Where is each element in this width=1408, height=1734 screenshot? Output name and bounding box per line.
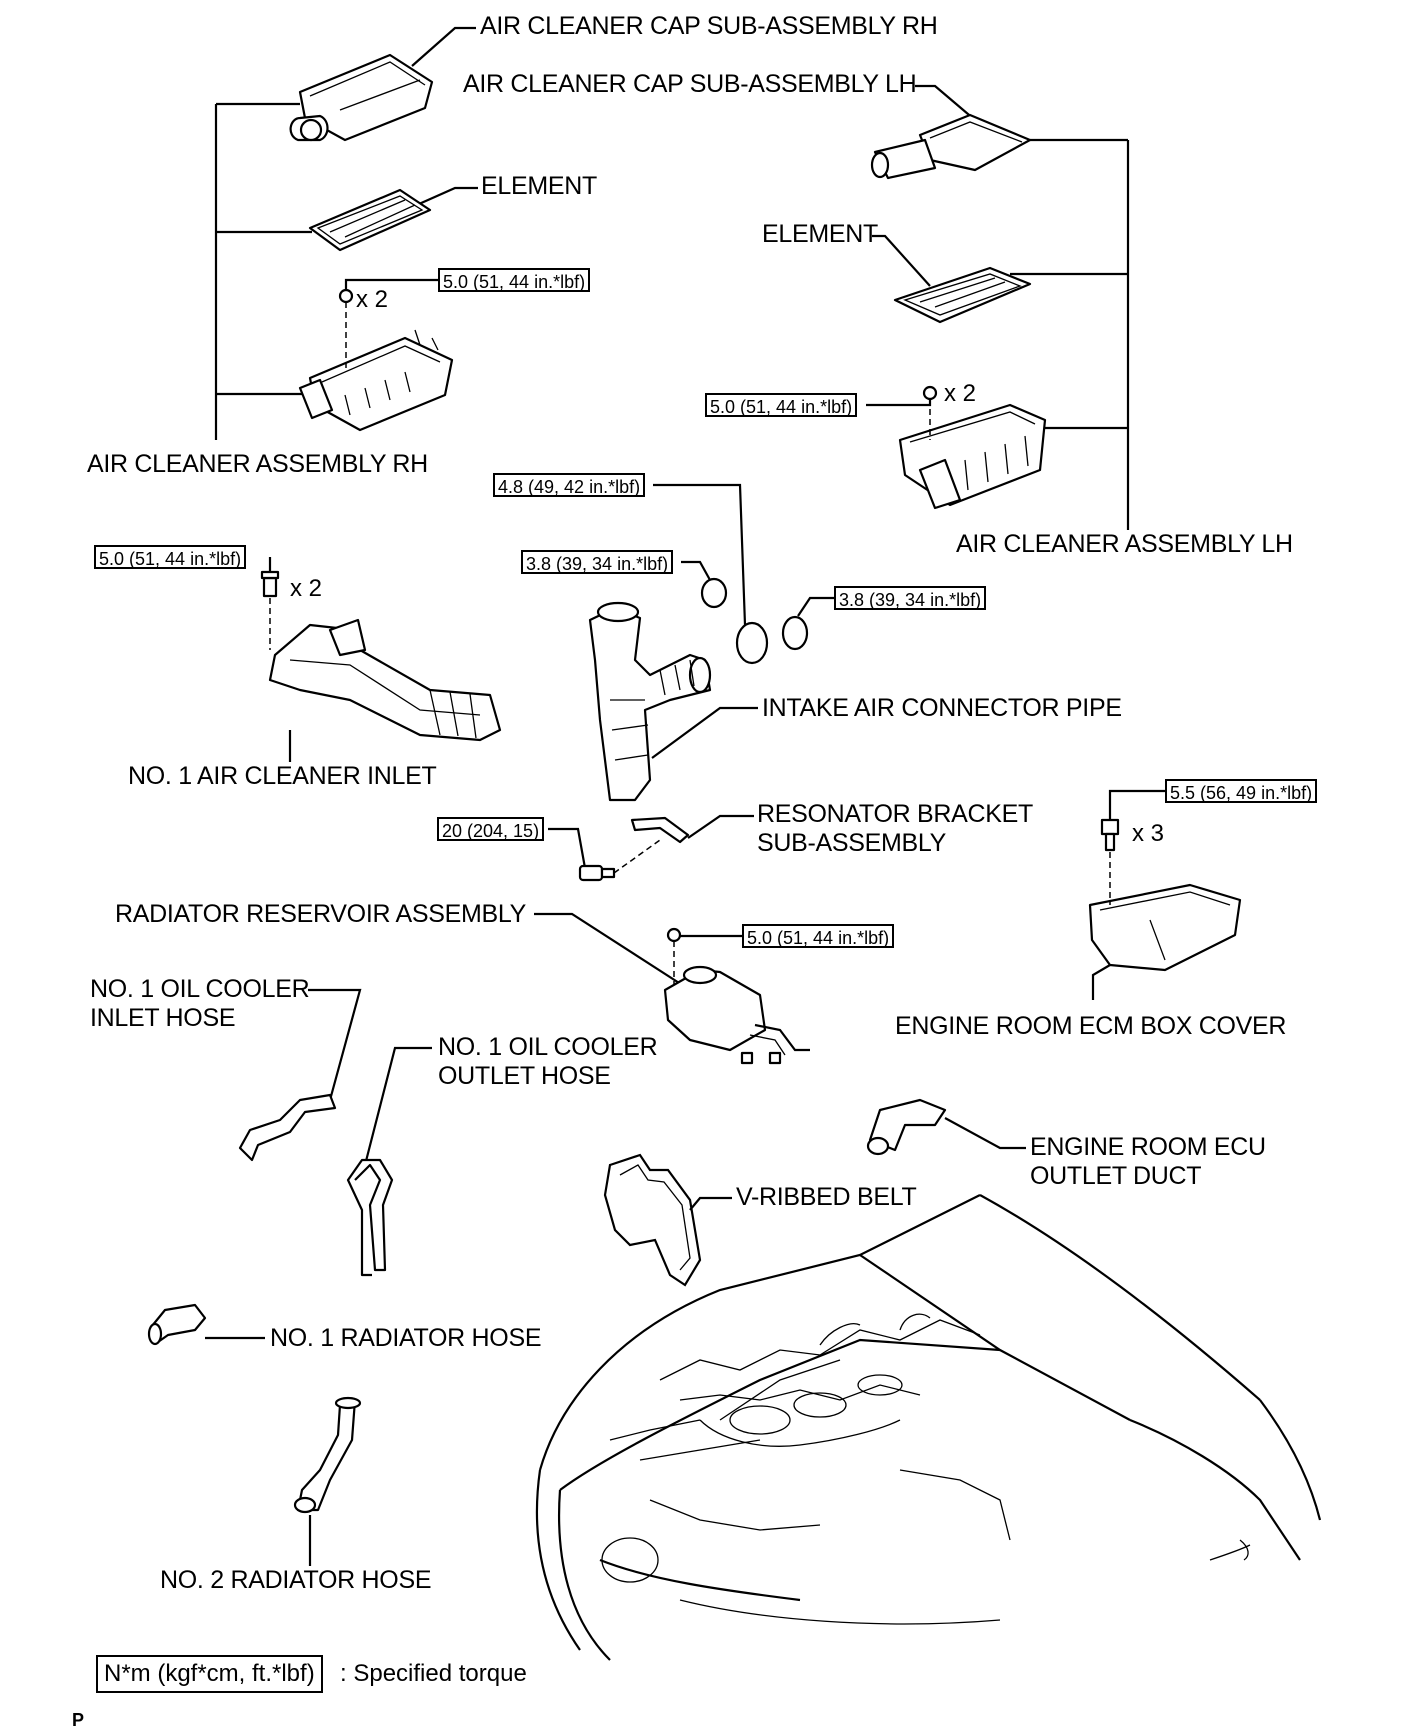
torque-box-resonator: 20 (204, 15) [437, 817, 545, 841]
leader-oil-in [308, 988, 362, 1101]
ecm-bolt-drawing [1100, 818, 1120, 852]
leader-torque-ecm [1108, 789, 1165, 822]
label-resonator-line1: RESONATOR BRACKET [757, 800, 1033, 828]
label-v-ribbed-belt: V-RIBBED BELT [736, 1183, 917, 1211]
element-rh-drawing [308, 188, 432, 252]
label-oil-in-line1: NO. 1 OIL COOLER [90, 975, 310, 1003]
ecu-outlet-duct-drawing [866, 1098, 947, 1156]
torque-box-clamp-a: 3.8 (39, 34 in.*lbf) [521, 550, 674, 574]
air-cleaner-inlet-drawing [268, 618, 502, 742]
clamp-a-drawing [735, 621, 769, 665]
legend-torque-text: : Specified torque [340, 1660, 527, 1687]
leader-cap-rh [411, 26, 476, 67]
leader-torque-clamp-b [797, 596, 834, 617]
quantity-inlet: x 2 [290, 575, 323, 602]
nut-rh [338, 288, 354, 304]
torque-box-lh-cleaner: 5.0 (51, 44 in.*lbf) [705, 393, 858, 417]
element-lh-drawing [893, 266, 1032, 324]
oil-cooler-outlet-hose-drawing [346, 1158, 394, 1277]
label-air-cleaner-assembly-rh: AIR CLEANER ASSEMBLY RH [87, 450, 428, 478]
label-ecm-box-cover: ENGINE ROOM ECM BOX COVER [895, 1012, 1287, 1040]
label-intake-air-connector-pipe: INTAKE AIR CONNECTOR PIPE [762, 694, 1122, 722]
label-ecu-outlet-duct: ENGINE ROOM ECU OUTLET DUCT [1030, 1133, 1266, 1191]
v-ribbed-belt-drawing [603, 1153, 702, 1287]
label-element-lh: ELEMENT [762, 220, 878, 248]
reservoir-bolt-drawing [666, 927, 682, 943]
torque-box-rh-cleaner: 5.0 (51, 44 in.*lbf) [438, 268, 591, 292]
quantity-lh: x 2 [944, 380, 977, 407]
clamp-small-drawing [700, 577, 728, 609]
quantity-ecm: x 3 [1132, 820, 1165, 847]
intake-pipe-drawing [588, 601, 712, 802]
radiator-hose-1-drawing [147, 1303, 207, 1346]
label-air-cleaner-cap-lh: AIR CLEANER CAP SUB-ASSEMBLY LH [463, 70, 917, 98]
bracket-rh [214, 102, 312, 440]
inlet-bolt-drawing [260, 570, 280, 598]
label-oil-cooler-outlet-hose: NO. 1 OIL COOLER OUTLET HOSE [438, 1033, 658, 1091]
leader-ecu-duct [944, 1117, 1026, 1150]
air-cleaner-case-lh-drawing [898, 403, 1047, 510]
label-air-cleaner-inlet: NO. 1 AIR CLEANER INLET [128, 762, 437, 790]
torque-box-clamp-b: 3.8 (39, 34 in.*lbf) [834, 586, 987, 610]
nut-lh [922, 385, 938, 401]
label-radiator-reservoir: RADIATOR RESERVOIR ASSEMBLY [115, 900, 527, 928]
torque-box-reservoir: 5.0 (51, 44 in.*lbf) [742, 924, 895, 948]
leader-belt [689, 1196, 732, 1211]
air-cleaner-cap-rh-drawing [289, 53, 434, 142]
leader-resonator [687, 814, 754, 839]
label-oil-out-line1: NO. 1 OIL COOLER [438, 1033, 658, 1061]
leader-reservoir [534, 912, 691, 991]
air-cleaner-case-rh-drawing [298, 329, 454, 432]
vehicle-drawing [535, 1194, 1322, 1661]
ecm-box-cover-drawing [1088, 883, 1242, 972]
radiator-reservoir-drawing [663, 965, 810, 1065]
label-element-rh: ELEMENT [481, 172, 597, 200]
leader-torque-pipe [653, 483, 747, 626]
radiator-hose-2-drawing [293, 1396, 362, 1514]
leader-torque-resonator [548, 827, 587, 869]
leader-oil-out [363, 1046, 432, 1166]
bracket-lh [1010, 138, 1130, 530]
leader-torque-rh [344, 278, 438, 290]
label-air-cleaner-assembly-lh: AIR CLEANER ASSEMBLY LH [956, 530, 1293, 558]
label-oil-cooler-inlet-hose: NO. 1 OIL COOLER INLET HOSE [90, 975, 310, 1033]
label-radiator-hose-1: NO. 1 RADIATOR HOSE [270, 1324, 542, 1352]
leader-ecm-cover [1091, 964, 1111, 1000]
torque-box-pipe: 4.8 (49, 42 in.*lbf) [493, 473, 646, 497]
legend-torque-unit: N*m (kgf*cm, ft.*lbf) [96, 1655, 323, 1693]
leader-cap-lh [915, 84, 976, 121]
label-air-cleaner-cap-rh: AIR CLEANER CAP SUB-ASSEMBLY RH [480, 12, 938, 40]
label-resonator-line2: SUB-ASSEMBLY [757, 829, 947, 857]
torque-box-ecm: 5.5 (56, 49 in.*lbf) [1165, 779, 1318, 803]
leader-intake-pipe [651, 706, 758, 759]
clamp-b-drawing [781, 615, 809, 651]
resonator-bracket-drawing [630, 816, 690, 844]
label-oil-out-line2: OUTLET HOSE [438, 1062, 611, 1090]
torque-box-inlet: 5.0 (51, 44 in.*lbf) [94, 545, 247, 569]
leader-element-lh [872, 234, 931, 287]
leader-lines [205, 26, 1165, 1566]
label-oil-in-line2: INLET HOSE [90, 1004, 236, 1032]
air-cleaner-cap-lh-drawing [870, 113, 1032, 180]
oil-cooler-inlet-hose-drawing [238, 1093, 337, 1162]
leader-element-rh [409, 186, 478, 210]
leader-torque-clamp-a [681, 560, 711, 581]
label-ecu-line1: ENGINE ROOM ECU [1030, 1133, 1266, 1161]
label-resonator-bracket: RESONATOR BRACKET SUB-ASSEMBLY [757, 800, 1033, 858]
quantity-rh: x 2 [356, 286, 389, 313]
label-radiator-hose-2: NO. 2 RADIATOR HOSE [160, 1566, 432, 1594]
label-ecu-line2: OUTLET DUCT [1030, 1162, 1202, 1190]
resonator-bolt-drawing [578, 864, 616, 882]
corner-mark: P [72, 1710, 85, 1730]
leader-torque-lh [866, 398, 932, 407]
